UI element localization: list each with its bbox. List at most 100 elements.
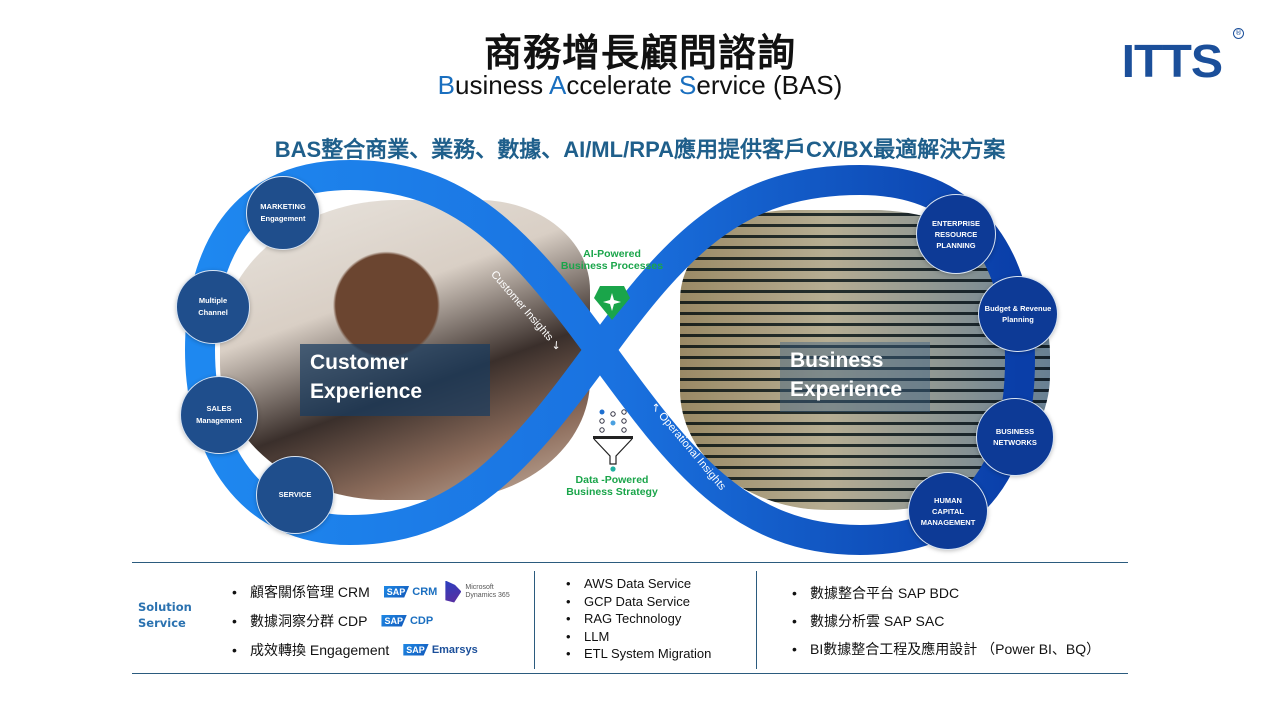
column-divider — [756, 571, 757, 669]
list-item-text: 成效轉換 Engagement — [250, 641, 390, 658]
solution-column-data: AWS Data Service GCP Data Service RAG Te… — [566, 575, 711, 663]
logo-text: CRM — [412, 585, 438, 598]
label-line: Customer — [310, 351, 409, 374]
bullet-icon — [566, 611, 584, 626]
bubble-line: SERVICE — [278, 490, 312, 499]
list-item: GCP Data Service — [566, 593, 711, 611]
list-item-text: 數據洞察分群 CDP — [250, 612, 368, 629]
bullet-icon — [792, 585, 810, 601]
data-powered-label: Data -Powered Business Strategy — [552, 474, 672, 498]
itts-logo: ITTS — [1121, 35, 1224, 87]
bullet-icon — [566, 594, 584, 609]
title-en-part: A — [548, 70, 567, 100]
list-item: BI數據整合工程及應用設計 （Power BI、BQ） — [792, 635, 1100, 663]
list-item-text: AWS Data Service — [584, 576, 692, 591]
title-en-part: usiness — [455, 70, 549, 100]
sap-icon: SAP — [381, 614, 407, 627]
list-item-text: 顧客關係管理 CRM — [250, 583, 370, 600]
bubble-line: BUSINESS — [995, 427, 1035, 436]
bullet-icon — [566, 576, 584, 591]
label-line: Business Strategy — [566, 486, 658, 498]
ai-powered-label: AI-Powered Business Processes — [552, 248, 672, 272]
infinity-diagram: Customer Experience Business Experience … — [160, 160, 1120, 560]
solution-service-title: Solution Service — [138, 599, 192, 631]
list-item-text: 數據整合平台 SAP BDC — [810, 585, 960, 601]
bullet-icon — [232, 584, 250, 600]
bubble-line: CAPITAL — [932, 506, 964, 516]
label-line: Business Processes — [560, 260, 664, 272]
list-item-text: RAG Technology — [584, 611, 682, 627]
list-item-text: 數據分析雲 SAP SAC — [810, 613, 945, 629]
logo-text: Dynamics 365 — [465, 591, 510, 599]
list-item: RAG Technology — [566, 610, 711, 628]
sap-icon: SAP — [383, 585, 410, 598]
list-item: ETL System Migration — [566, 645, 711, 663]
bubble-line: ENTERPRISE — [932, 218, 980, 228]
logo-text: Microsoft — [465, 583, 494, 591]
bubble-line: NETWORKS — [993, 438, 1037, 447]
bubble-sales: SALES Management — [180, 376, 258, 454]
bullet-icon — [792, 641, 810, 657]
bullet-icon — [566, 646, 584, 661]
bubble-line: Engagement — [260, 214, 306, 223]
solution-column-sap: 數據整合平台 SAP BDC 數據分析雲 SAP SAC BI數據整合工程及應用… — [792, 579, 1100, 663]
dynamics-icon — [445, 580, 462, 603]
logo-text: Emarsys — [431, 643, 478, 656]
bubble-line: MANAGEMENT — [920, 517, 976, 527]
label-line: Business — [790, 349, 884, 372]
bubble-line: HUMAN — [934, 495, 962, 505]
page-title: 商務增長顧問諮詢 — [483, 31, 796, 75]
bubble-line: Channel — [198, 308, 228, 317]
bullet-icon — [232, 613, 250, 629]
bubble-business-networks: BUSINESS NETWORKS — [976, 398, 1054, 476]
list-item-text: GCP Data Service — [584, 593, 690, 609]
label-line: AI-Powered — [583, 248, 641, 260]
funnel-icon — [593, 409, 633, 472]
title-en-part: ccelerate — [566, 70, 680, 100]
bubble-line: SALES — [206, 404, 232, 413]
column-divider — [534, 571, 535, 669]
bubble-line: PLANNING — [936, 240, 976, 250]
bubble-line: RESOURCE — [934, 229, 978, 239]
bubble-line: MARKETING — [260, 202, 306, 211]
label-line: Experience — [310, 380, 423, 403]
bubble-line: Management — [196, 416, 242, 425]
bubble-marketing: MARKETING Engagement — [246, 176, 320, 250]
title-en-part: B — [437, 70, 456, 100]
list-item: 數據整合平台 SAP BDC — [792, 579, 1100, 607]
label-line: Data -Powered — [575, 474, 649, 486]
registered-mark-icon: ® — [1233, 28, 1244, 39]
page-subtitle-en: Business Accelerate Service (BAS) — [0, 70, 1280, 101]
bubble-line: Multiple — [198, 296, 228, 305]
bullet-icon — [566, 629, 584, 644]
title-en-part: S — [679, 70, 697, 100]
tagline: BAS整合商業、業務、數據、AI/ML/RPA應用提供客戶CX/BX最適解決方案 — [274, 137, 1006, 162]
list-item-text: ETL System Migration — [584, 646, 712, 662]
title-line: Solution — [138, 600, 192, 614]
list-item: AWS Data Service — [566, 575, 711, 593]
list-item-text: LLM — [584, 628, 610, 644]
gem-icon — [594, 286, 630, 320]
label-line: Experience — [790, 378, 903, 401]
bullet-icon — [792, 613, 810, 629]
list-item-text: BI數據整合工程及應用設計 （Power BI、BQ） — [810, 641, 1101, 657]
sap-icon: SAP — [403, 643, 429, 656]
business-experience-label: Business Experience — [780, 342, 930, 412]
bubble-line: Planning — [1002, 315, 1034, 324]
bullet-icon — [232, 642, 250, 658]
list-item: 數據分析雲 SAP SAC — [792, 607, 1100, 635]
customer-experience-label: Customer Experience — [300, 344, 490, 416]
title-line: Service — [138, 616, 186, 630]
